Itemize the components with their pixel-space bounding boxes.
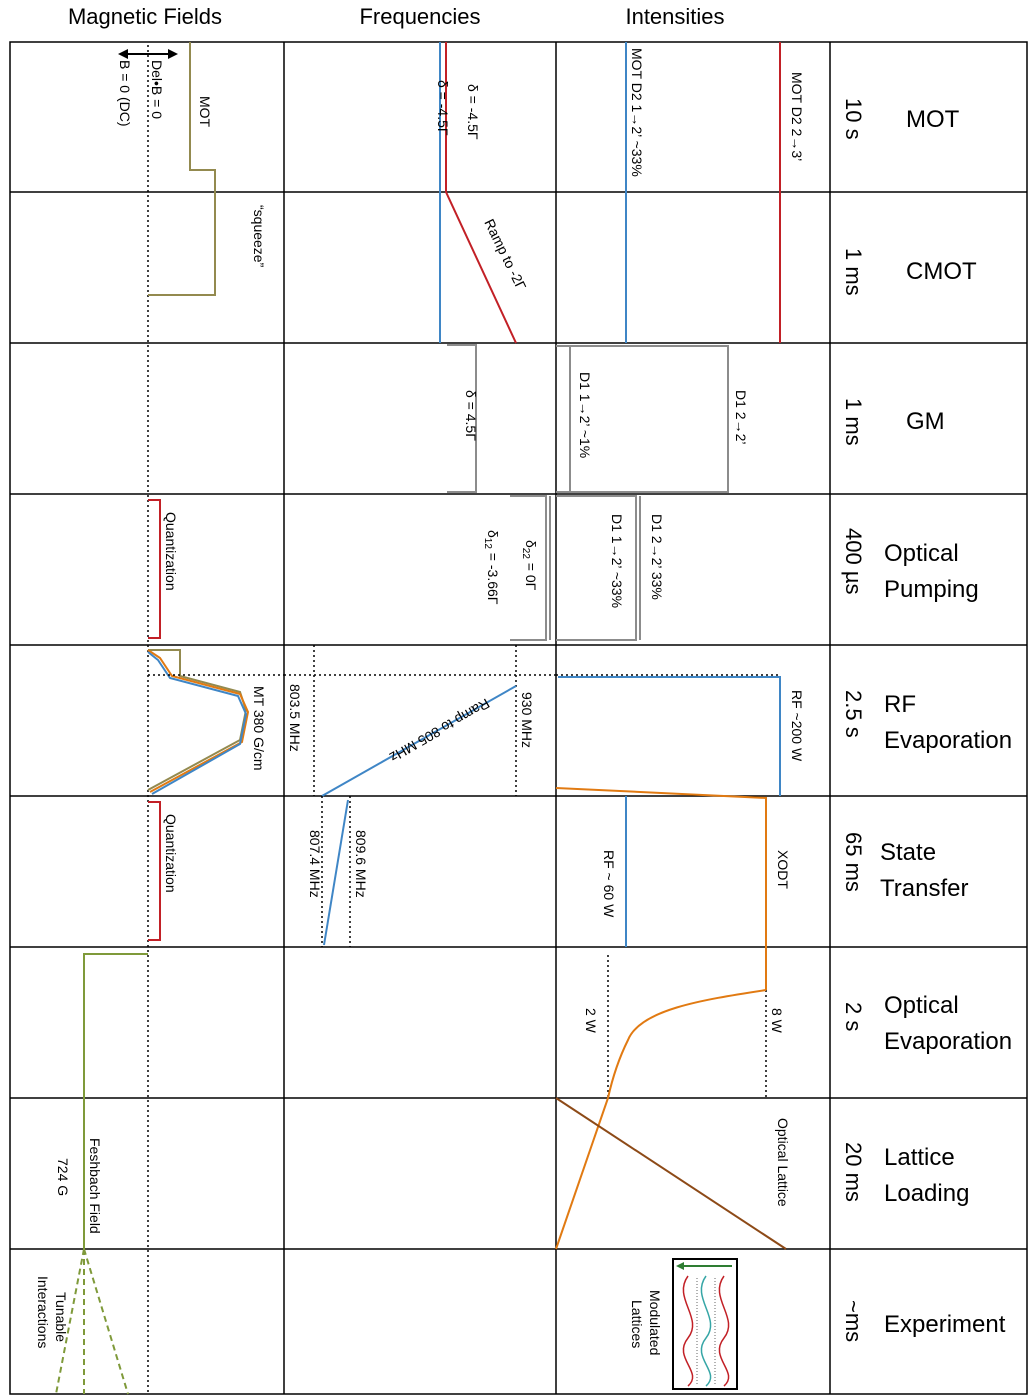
mt-trace-blue: [147, 651, 248, 795]
del-b-label: Del•B = 0: [149, 60, 165, 119]
stage-name-4b: Pumping: [884, 576, 979, 603]
stage-name-5b: Evaporation: [884, 727, 1012, 754]
st-high-label: 809.6 MHz: [353, 830, 369, 898]
stage-name-6a: State: [880, 839, 936, 866]
quantization-bracket-op: [148, 499, 161, 639]
rf-ramp-label: Ramp to 805 MHz: [387, 695, 493, 765]
mt-label: MT 380 G/cm: [251, 686, 267, 771]
modulated-label-2: Lattices: [629, 1300, 645, 1348]
modulated-label-1: Modulated: [647, 1290, 663, 1355]
duration-1: 10 s: [841, 98, 866, 140]
feshbach-label-2: 724 G: [55, 1158, 71, 1196]
optical-evap-trace: [607, 989, 767, 1099]
ramp-cmot: Ramp to -2Γ: [481, 216, 529, 292]
feshbach-trace: [83, 953, 148, 1249]
rf-ramp-line: [321, 685, 517, 797]
gm-d1-12-label: D1 1→2’ ~1%: [577, 372, 593, 458]
quantization-bracket-st: [148, 801, 161, 941]
header-magnetic-fields: Magnetic Fields: [67, 4, 223, 29]
duration-7: 2 s: [841, 1002, 866, 1031]
xodt-trace: [555, 787, 767, 990]
gm-delta: δ = 4.5Γ: [463, 390, 479, 441]
gm-d1-22-label: D1 2→2’: [733, 390, 749, 444]
rf-end-label: 803.5 MHz: [287, 684, 303, 752]
st-rf-label: RF ~ 60 W: [601, 850, 617, 918]
st-ramp-line: [323, 799, 349, 946]
mot-d2-23-label: MOT D2 2→3’: [789, 72, 805, 161]
mot-field-trace: [148, 42, 216, 296]
tunable-label-1: Tunable: [53, 1292, 69, 1342]
mot-delta-b: δ = -4.5Γ: [465, 84, 481, 140]
header-frequencies: Frequencies: [359, 4, 481, 29]
mot-delta-a: δ = -4.5Γ: [435, 80, 451, 136]
duration-3: 1 ms: [841, 398, 866, 446]
oe-2w-label: 2 W: [583, 1008, 599, 1034]
lattice-ramp-up: [555, 1097, 787, 1250]
op-delta12: δ12 = -3.66Γ: [482, 530, 501, 605]
xodt-label: XODT: [775, 850, 791, 889]
op-d1-box: [556, 495, 637, 641]
stage-labels: 10 s MOT 1 ms CMOT 1 ms GM 400 µs Optica…: [841, 98, 1012, 1342]
oe-8w-label: 8 W: [769, 1008, 785, 1034]
tunable-trace-2: [83, 1248, 129, 1395]
mot-d2-12-label: MOT D2 1→2’ ~33%: [629, 48, 645, 177]
stage-name-4a: Optical: [884, 540, 959, 567]
squeeze-label: “squeeze”: [251, 205, 267, 268]
duration-5: 2.5 s: [841, 690, 866, 738]
rf-start-label: 930 MHz: [519, 692, 535, 748]
duration-4: 400 µs: [841, 528, 866, 595]
b-dc-label: B = 0 (DC): [117, 60, 133, 127]
lattice-label: Optical Lattice: [775, 1118, 791, 1207]
feshbach-label-1: Feshbach Field: [87, 1138, 103, 1234]
stage-name-8b: Loading: [884, 1180, 969, 1207]
stage-name-8a: Lattice: [884, 1144, 955, 1171]
modulated-lattice-inset: [672, 1258, 738, 1390]
op-freq-12: [510, 495, 547, 641]
grid: [9, 41, 1028, 1395]
rf-power-label: RF ~200 W: [789, 690, 805, 762]
wave-red-2: [718, 1275, 730, 1387]
magnetic-column: Del•B = 0 B = 0 (DC) MOT “squeeze” Quant…: [35, 42, 284, 1395]
quantization-label-op: Quantization: [163, 512, 179, 591]
stage-name-7a: Optical: [884, 992, 959, 1019]
st-low-label: 807.4 MHz: [307, 830, 323, 898]
duration-9: ~ms: [841, 1300, 866, 1342]
stage-name-7b: Evaporation: [884, 1028, 1012, 1055]
stage-name-6b: Transfer: [880, 875, 968, 902]
xodt-ramp-down: [555, 1097, 609, 1250]
duration-8: 20 ms: [841, 1142, 866, 1202]
mot-field-label: MOT: [197, 96, 213, 128]
tunable-label-2: Interactions: [35, 1276, 51, 1348]
intensity-column: MOT D2 1→2’ ~33% MOT D2 2→3’ D1 1→2’ ~1%…: [555, 42, 805, 1390]
header-intensities: Intensities: [625, 4, 725, 29]
mot-freq-red: [445, 42, 517, 344]
rf-power-trace: [558, 676, 781, 796]
mt-trace-orange: [147, 649, 250, 793]
stage-name-5a: RF: [884, 691, 916, 718]
stage-name-9: Experiment: [884, 1311, 1006, 1338]
op-d1-12-label: D1 1→2’ ~33%: [609, 514, 625, 608]
wave-teal-1: [700, 1275, 712, 1387]
op-d1-22-label: D1 2→2’ 33%: [649, 514, 665, 600]
stage-name-3: GM: [906, 408, 945, 435]
stage-name-2: CMOT: [906, 258, 977, 285]
quantization-label-st: Quantization: [163, 814, 179, 893]
duration-2: 1 ms: [841, 248, 866, 296]
gm-d1-22-box: [556, 345, 729, 493]
wave-red-1: [682, 1275, 694, 1387]
tunable-trace-3: [55, 1248, 85, 1395]
stage-name-1: MOT: [906, 106, 960, 133]
gm-freq: [447, 344, 477, 493]
duration-6: 65 ms: [841, 832, 866, 892]
op-delta22: δ22 = 0Γ: [520, 540, 539, 591]
